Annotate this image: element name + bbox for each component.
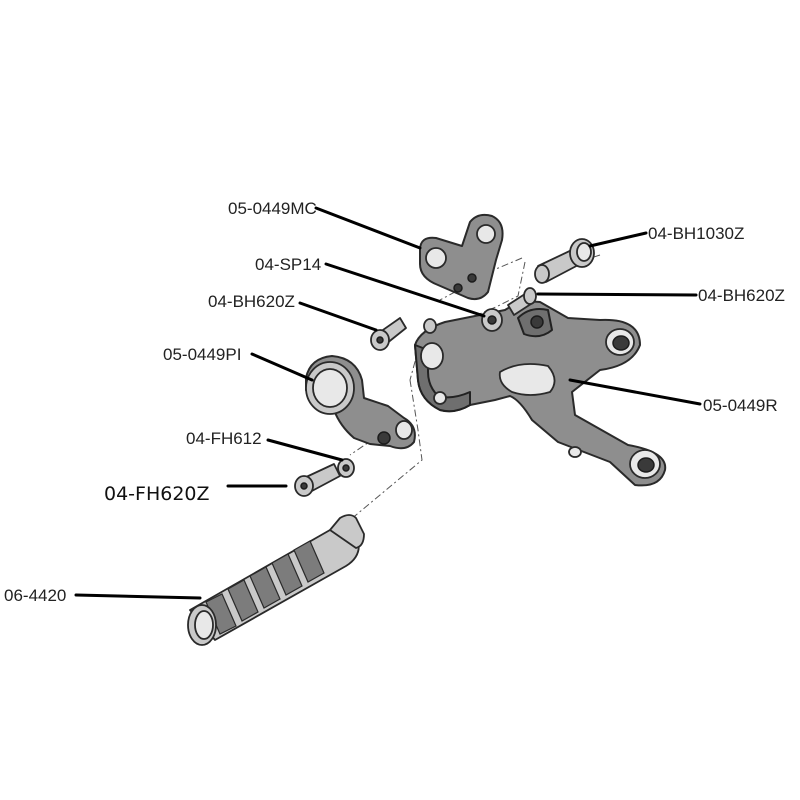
label-05-0449mc: 05-0449MC — [228, 199, 317, 218]
leader-lines — [74, 206, 702, 600]
fh620-bolt-part — [294, 463, 341, 497]
sp14-spacer-part — [481, 308, 503, 332]
label-04-bh620z-right: 04-BH620Z — [698, 286, 785, 305]
peg-part — [187, 514, 365, 646]
label-05-0449r: 05-0449R — [703, 396, 778, 415]
label-04-fh612: 04-FH612 — [186, 429, 262, 448]
bh620-left-bolt-part — [370, 317, 437, 351]
label-04-fh620z: 04-FH620Z — [104, 483, 210, 505]
main-bracket-part — [414, 300, 667, 487]
fh612-washer-part — [337, 458, 355, 478]
label-05-0449pi: 05-0449PI — [163, 345, 241, 364]
mc-plate-part — [419, 213, 504, 301]
label-04-sp14: 04-SP14 — [255, 255, 321, 274]
bh1030-bolt-part — [534, 238, 595, 284]
label-06-4420: 06-4420 — [4, 586, 66, 605]
bh620-right-bolt-part — [507, 287, 537, 316]
pi-arm-part — [305, 355, 416, 450]
label-04-bh1030z: 04-BH1030Z — [648, 224, 744, 243]
part-labels: 05-0449MC 04-BH1030Z 04-SP14 04-BH620Z 0… — [4, 199, 785, 605]
peg-grip-bands — [205, 540, 325, 635]
label-04-bh620z-left: 04-BH620Z — [208, 292, 295, 311]
